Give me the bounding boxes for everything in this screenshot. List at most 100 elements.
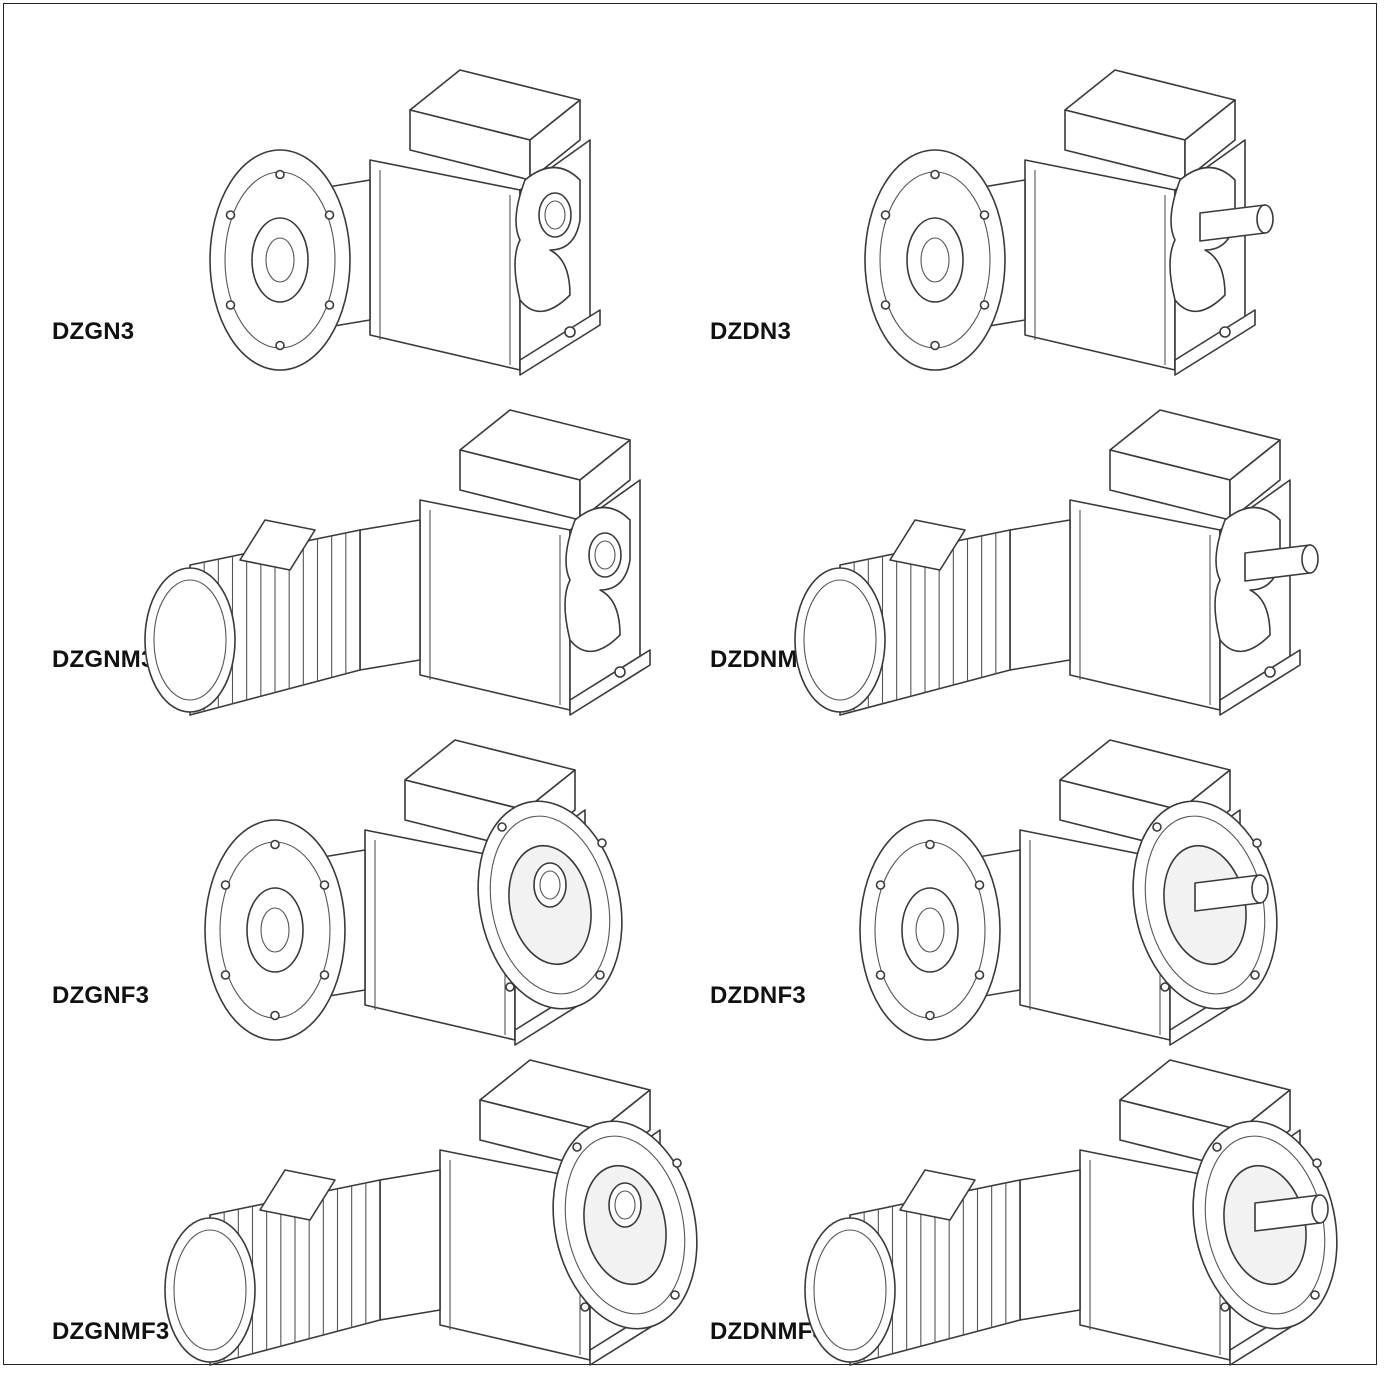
drawing-group	[804, 1059, 1338, 1366]
foot-bolt-hole	[1219, 326, 1231, 338]
input-bore	[246, 887, 304, 973]
hollow-shaft-bore	[608, 1182, 642, 1228]
input-flange-bolt-hole	[979, 300, 990, 310]
input-adapter	[1019, 1169, 1081, 1321]
input-bore-inner	[920, 237, 950, 283]
flange-bolt-hole	[597, 838, 607, 848]
hollow-shaft-bore	[588, 532, 622, 578]
output-shaft-end	[1251, 874, 1269, 904]
gearbox-drawing-dznf3	[859, 739, 1278, 1046]
hollow-shaft-inner	[614, 1190, 636, 1220]
input-flange-bolt-hole	[319, 970, 330, 980]
flange-bolt-hole	[1212, 1142, 1222, 1152]
flange-bolt-hole	[1250, 970, 1260, 980]
housing-body-front	[369, 159, 521, 371]
input-flange-bolt-hole	[974, 970, 985, 980]
drawing-group	[164, 1059, 698, 1366]
gearmotor-drawing-dzdnmf3	[804, 1059, 1338, 1366]
mounting-foot	[1174, 309, 1256, 376]
drawing-group	[204, 739, 623, 1046]
housing-ribs	[1079, 510, 1211, 705]
output-flange-rim	[489, 815, 611, 995]
model-label-dznf3: DZDNF3	[710, 982, 806, 1009]
model-label-dzdn3: DZDN3	[710, 318, 792, 345]
flange-bolt-hole	[1152, 822, 1162, 832]
input-bore-inner	[265, 237, 295, 283]
housing-cover-side	[1229, 439, 1281, 521]
flange-bolt-hole	[672, 1158, 682, 1168]
input-flange-bolt-hole	[225, 300, 236, 310]
input-flange-bolt-hole	[324, 210, 335, 220]
input-flange-bolt-hole	[880, 300, 891, 310]
figure-frame	[3, 3, 1377, 1365]
housing-output-face	[564, 506, 631, 653]
drawing-group	[794, 409, 1319, 716]
model-label-dzgnm3: DZGNM3	[52, 646, 155, 673]
housing-output-face	[514, 166, 581, 313]
motor-fan-cover-rim	[813, 1229, 887, 1351]
flange-bolt-hole	[595, 970, 605, 980]
input-flange-bolt-hole	[930, 169, 940, 180]
hollow-shaft-inner	[594, 540, 616, 570]
input-flange-bolt-hole	[930, 340, 940, 351]
input-adapter	[359, 519, 421, 671]
input-flange-bolt-hole	[270, 839, 280, 850]
output-shaft-end	[1301, 544, 1319, 574]
mounting-foot	[1219, 649, 1301, 716]
input-bore	[901, 887, 959, 973]
input-bore-inner	[260, 907, 290, 953]
model-label-dzdnmf3: DZDNMF3	[710, 1318, 827, 1345]
input-flange-bolt-hole	[220, 970, 231, 980]
input-flange-bolt-hole	[925, 1010, 935, 1021]
hollow-shaft-bore	[538, 192, 572, 238]
mounting-foot	[569, 649, 651, 716]
input-flange-bolt-hole	[324, 300, 335, 310]
motor-fan-cover-rim	[173, 1229, 247, 1351]
input-flange-bolt-hole	[974, 880, 985, 890]
foot-bolt-hole	[614, 666, 626, 678]
terminal-box	[899, 1169, 976, 1221]
input-bore	[906, 217, 964, 303]
flange-bolt-hole	[1252, 838, 1262, 848]
mounting-foot	[519, 309, 601, 376]
gearbox-drawing-dzgnf3	[204, 739, 623, 1046]
input-flange-bolt-hole	[875, 880, 886, 890]
terminal-box	[259, 1169, 336, 1221]
input-flange-bolt-hole	[319, 880, 330, 890]
hollow-shaft-bore	[533, 862, 567, 908]
output-flange-rim	[564, 1135, 686, 1315]
motor-fan-cover	[804, 1217, 896, 1363]
flange-bolt-hole	[572, 1142, 582, 1152]
input-flange-bolt-hole	[925, 839, 935, 850]
housing-ribs	[379, 170, 511, 365]
foot-bolt-hole	[564, 326, 576, 338]
housing-ribs	[429, 510, 561, 705]
flange-bolt-hole	[1312, 1158, 1322, 1168]
input-flange-bolt-hole	[225, 210, 236, 220]
input-flange-bolt-hole	[270, 1010, 280, 1021]
flange-bolt-hole	[505, 982, 515, 992]
flange-bolt-hole	[1220, 1302, 1230, 1312]
input-bore	[251, 217, 309, 303]
hollow-shaft-inner	[539, 870, 561, 900]
output-shaft-end	[1311, 1194, 1329, 1224]
gearmotor-drawing-dzgnm3	[144, 409, 651, 716]
motor-fan-cover	[794, 567, 886, 713]
housing-ribs	[1034, 170, 1166, 365]
model-label-dzgnmf3: DZGNMF3	[52, 1318, 170, 1345]
input-adapter	[379, 1169, 441, 1321]
motor-fan-cover-rim	[803, 579, 877, 701]
output-shaft-end	[1256, 204, 1274, 234]
input-flange-bolt-hole	[880, 210, 891, 220]
drawing-group	[859, 739, 1278, 1046]
input-flange-bolt-hole	[979, 210, 990, 220]
hollow-shaft-inner	[544, 200, 566, 230]
housing-cover-side	[1184, 99, 1236, 181]
input-flange-bolt-hole	[275, 169, 285, 180]
motor-fan-cover-rim	[153, 579, 227, 701]
terminal-box	[239, 519, 316, 571]
input-flange-bolt-hole	[220, 880, 231, 890]
motor-fan-cover	[164, 1217, 256, 1363]
terminal-box	[889, 519, 966, 571]
gearmotor-drawing-dzgnmf3	[164, 1059, 698, 1366]
